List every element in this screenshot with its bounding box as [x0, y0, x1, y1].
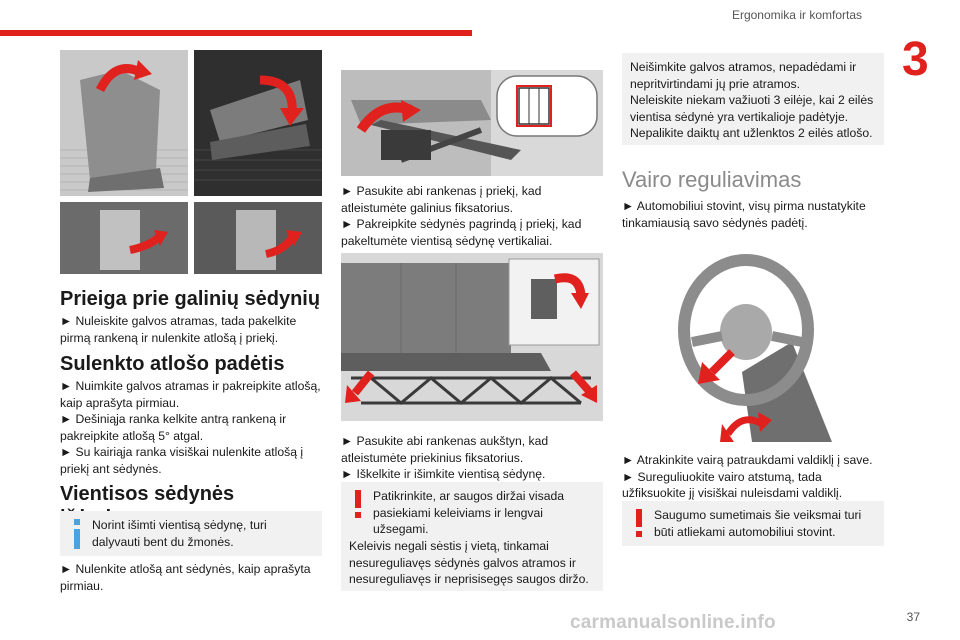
warning-text-second: Keleivis negali sėstis į vietą, tinkamai… — [349, 539, 589, 586]
heading-steering-adjustment: Vairo reguliavimas — [622, 167, 802, 192]
watermark: carmanualsonline.info — [570, 612, 776, 633]
info-box: Norint išimti vientisą sėdynę, turi daly… — [60, 511, 322, 556]
heading-folded-backrest: Sulenkto atlošo padėtis — [60, 353, 285, 375]
instruction-step: ► Nuimkite galvos atramas ir pakreipkite… — [60, 379, 321, 410]
front-latch-illustration — [341, 253, 603, 421]
instruction-step: ► Iškelkite ir išimkite vientisą sėdynę. — [341, 467, 546, 481]
warning-icon — [355, 490, 361, 518]
header-accent-bar — [0, 30, 472, 36]
rear-latch-illustration — [341, 70, 603, 176]
fold-instructions: ► Nuimkite galvos atramas ir pakreipkite… — [60, 378, 322, 477]
page-number: 37 — [906, 610, 920, 624]
removal-instructions: ► Nulenkite atlošą ant sėdynės, kaip apr… — [60, 561, 322, 594]
heading-access-rear-seats: Prieiga prie galinių sėdynių — [60, 288, 321, 310]
warning-icon — [636, 509, 642, 537]
instruction-step: ► Su kairiąja ranka visiškai nulenkite a… — [60, 445, 304, 476]
instruction-step: ► Automobiliui stovint, visų pirma nusta… — [622, 199, 866, 230]
instruction-step: ► Pasukite abi rankenas aukštyn, kad atl… — [341, 434, 549, 465]
section-title: Ergonomika ir komfortas — [731, 8, 862, 22]
info-text: Norint išimti vientisą sėdynę, turi daly… — [92, 518, 267, 549]
instruction-step: ► Dešiniąja ranka kelkite antrą rankeną … — [60, 412, 287, 443]
headrest-note-box: Neišimkite galvos atramos, nepadėdami ir… — [622, 53, 884, 145]
steering-instructions: ► Atrakinkite vairą patraukdami valdiklį… — [622, 452, 884, 502]
info-icon — [74, 519, 80, 549]
instruction-step: ► Pakreipkite sėdynės pagrindą į priekį,… — [341, 217, 582, 248]
instruction-step: ► Pasukite abi rankenas į priekį, kad at… — [341, 184, 542, 215]
instruction-step: ► Nuleiskite galvos atramas, tada pakelk… — [60, 314, 297, 345]
access-instructions: ► Nuleiskite galvos atramas, tada pakelk… — [60, 313, 322, 346]
note-line: Neleiskite niekam važiuoti 3 eilėje, kai… — [630, 93, 874, 124]
warning-text-first: Patikrinkite, ar saugos diržai visada pa… — [373, 489, 565, 536]
steering-warning-text: Saugumo sumetimais šie veiksmai turi būt… — [654, 508, 862, 539]
steering-warning-box: Saugumo sumetimais šie veiksmai turi būt… — [622, 501, 884, 546]
front-latch-instructions: ► Pasukite abi rankenas aukštyn, kad atl… — [341, 433, 603, 483]
warning-box: Patikrinkite, ar saugos diržai visada pa… — [341, 482, 603, 591]
instruction-step: ► Sureguliuokite vairo atstumą, tada užf… — [622, 469, 843, 501]
seat-access-illustration — [60, 50, 322, 274]
steering-wheel-illustration — [672, 252, 840, 444]
instruction-step: ► Nulenkite atlošą ant sėdynės, kaip apr… — [60, 562, 311, 593]
chapter-number: 3 — [902, 33, 929, 86]
instruction-step: ► Atrakinkite vairą patraukdami valdiklį… — [622, 453, 873, 467]
note-line: Nepalikite daiktų ant užlenktos 2 eilės … — [630, 126, 873, 140]
note-line: Neišimkite galvos atramos, nepadėdami ir… — [630, 60, 857, 91]
rear-latch-instructions: ► Pasukite abi rankenas į priekį, kad at… — [341, 183, 603, 249]
steering-preparation: ► Automobiliui stovint, visų pirma nusta… — [622, 198, 884, 231]
